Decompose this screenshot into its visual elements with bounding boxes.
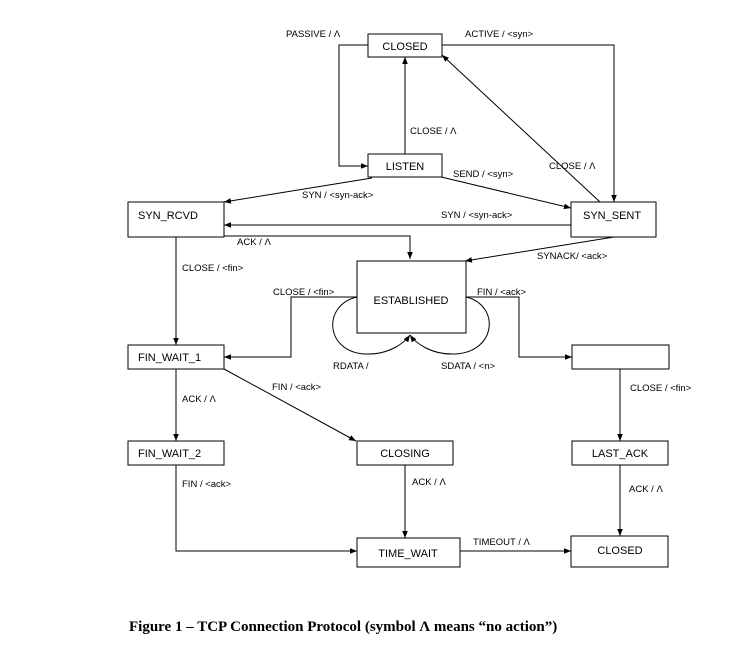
edge-send-syn <box>436 175 572 210</box>
label-synrcvd-ack: ACK / Λ <box>237 237 271 248</box>
edge-fw2-fin <box>175 465 357 554</box>
label-closewait-close: CLOSE / <fin> <box>630 383 692 394</box>
edges <box>173 44 623 554</box>
state-established: ESTABLISHED <box>356 260 467 334</box>
state-label: CLOSING <box>380 448 430 460</box>
label-synack: SYNACK/ <ack> <box>537 251 608 262</box>
edge-listen-syn <box>223 177 373 204</box>
edge-synsent-close <box>441 54 601 203</box>
state-label: FIN_WAIT_1 <box>138 352 201 364</box>
edge-est-close <box>224 296 357 360</box>
label-sdata: SDATA / <n> <box>441 361 495 372</box>
edge-est-fin <box>466 296 572 360</box>
state-closed-top: CLOSED <box>367 33 443 58</box>
transition-labels: PASSIVE / Λ ACTIVE / <syn> CLOSE / Λ SEN… <box>182 29 692 548</box>
label-fw1-ack: ACK / Λ <box>182 394 216 405</box>
state-label: LISTEN <box>386 161 425 173</box>
state-last-ack: LAST_ACK <box>571 440 669 466</box>
state-label: TIME_WAIT <box>378 548 438 560</box>
state-label: SYN_RCVD <box>138 210 198 222</box>
state-syn-rcvd: SYN_RCVD <box>127 201 225 238</box>
state-label: CLOSED <box>382 41 427 53</box>
state-label: SYN_SENT <box>583 210 641 222</box>
state-label: FIN_WAIT_2 <box>138 448 201 460</box>
edge-synrcvd-ack <box>224 235 413 259</box>
label-synrcvd-close: CLOSE / <fin> <box>182 263 244 274</box>
edge-fw1-fin <box>223 368 357 442</box>
label-closing-ack: ACK / Λ <box>412 477 446 488</box>
state-label: ESTABLISHED <box>374 295 449 307</box>
edge-sdata-loop <box>409 296 490 355</box>
label-timeout: TIMEOUT / Λ <box>473 537 530 548</box>
state-time-wait: TIME_WAIT <box>356 537 461 568</box>
label-est-fin: FIN / <ack> <box>477 287 527 298</box>
state-label: CLOSED <box>597 545 642 557</box>
state-closed-bottom: CLOSED <box>570 535 669 568</box>
label-lastack-ack: ACK / Λ <box>629 484 663 495</box>
state-close-wait <box>571 344 670 370</box>
state-listen: LISTEN <box>367 153 443 178</box>
edge-synack <box>464 236 615 263</box>
state-fin-wait-1: FIN_WAIT_1 <box>127 344 225 370</box>
label-passive-open: PASSIVE / Λ <box>286 29 341 40</box>
label-simultaneous-syn: SYN / <syn-ack> <box>441 210 513 221</box>
state-closing: CLOSING <box>356 440 454 466</box>
label-listen-close: CLOSE / Λ <box>410 126 457 137</box>
label-fw1-fin: FIN / <ack> <box>272 382 322 393</box>
state-syn-sent: SYN_SENT <box>570 201 657 238</box>
label-rdata: RDATA / <box>333 361 369 372</box>
edge-active-open <box>442 44 617 202</box>
label-synsent-close: CLOSE / Λ <box>549 161 596 172</box>
label-active-open: ACTIVE / <syn> <box>465 29 534 40</box>
state-label: LAST_ACK <box>592 448 649 460</box>
label-fw2-fin: FIN / <ack> <box>182 479 232 490</box>
state-fin-wait-2: FIN_WAIT_2 <box>127 440 225 466</box>
figure-caption: Figure 1 – TCP Connection Protocol (symb… <box>129 619 557 635</box>
label-send-syn: SEND / <syn> <box>453 169 514 180</box>
edge-rdata-loop <box>332 296 411 355</box>
label-est-close: CLOSE / <fin> <box>273 287 335 298</box>
edge-passive-open <box>338 44 368 169</box>
label-listen-syn: SYN / <syn-ack> <box>302 190 374 201</box>
